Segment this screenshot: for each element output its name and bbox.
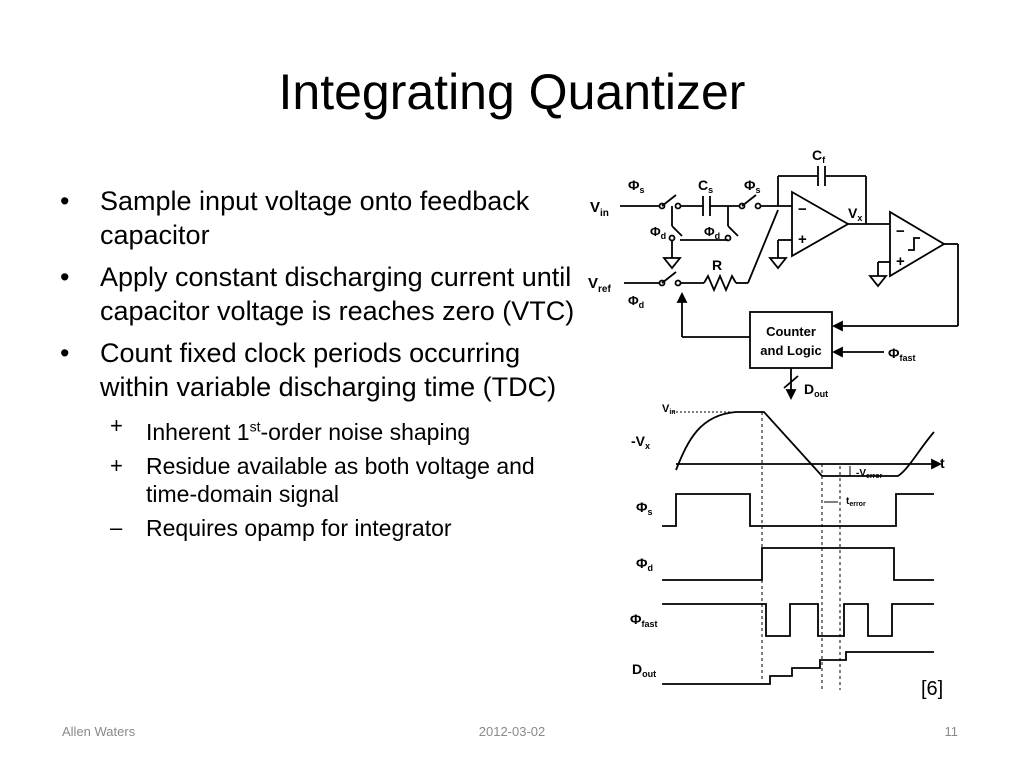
counter-label-1: Counter xyxy=(766,324,816,339)
phi-s-switch-blade xyxy=(741,194,757,207)
ground-icon xyxy=(768,257,788,270)
bullet-list: • Sample input voltage onto feedback cap… xyxy=(58,184,578,548)
phi-d-label: Φd xyxy=(628,293,644,310)
switch-node xyxy=(658,202,666,210)
bullet-item: • Sample input voltage onto feedback cap… xyxy=(58,184,578,252)
phi-s-waveform xyxy=(662,493,934,527)
switch-node xyxy=(738,202,746,210)
ground-icon xyxy=(868,275,888,288)
sub-bullet-item: – Requires opamp for integrator xyxy=(58,514,578,542)
citation: [6] xyxy=(921,678,944,700)
footer-page-number: 11 xyxy=(944,724,959,739)
bus-slash xyxy=(783,375,799,389)
comparator-icon xyxy=(889,210,946,278)
arrow-icon xyxy=(931,458,943,470)
comparator-plus: + xyxy=(896,253,905,270)
comparator-step-icon xyxy=(908,237,920,251)
cs-label: Cs xyxy=(698,177,713,195)
bullet-marker: • xyxy=(60,338,70,368)
wire xyxy=(747,209,779,284)
opamp-plus: + xyxy=(798,231,807,248)
comparator-minus: − xyxy=(896,223,905,240)
r-label: R xyxy=(712,257,722,273)
cf-label: Cf xyxy=(812,147,826,165)
arrow-icon xyxy=(831,320,843,332)
counter-label-2: and Logic xyxy=(760,343,821,358)
bullet-marker: • xyxy=(60,262,70,292)
terror-label: terror xyxy=(846,496,866,508)
phi-fast-label: Φfast xyxy=(888,345,916,363)
sub-bullet-item: + Residue available as both voltage and … xyxy=(58,452,578,508)
phi-d-label: Φd xyxy=(704,224,720,241)
footer-author: Allen Waters xyxy=(62,724,136,739)
dout-row-label: Dout xyxy=(632,661,656,679)
vx-label: Vx xyxy=(848,205,862,223)
sub-bullet-item: + Inherent 1st-order noise shaping xyxy=(58,412,578,446)
arrow-icon xyxy=(676,291,688,303)
vin-label: Vin xyxy=(590,199,609,219)
arrow-icon xyxy=(785,389,797,401)
bullet-item: • Apply constant discharging current unt… xyxy=(58,260,578,328)
bullet-text: Count fixed clock periods occurring with… xyxy=(100,338,557,402)
phi-d-switch-blade xyxy=(727,225,739,237)
sub-bullet-marker: + xyxy=(110,413,123,438)
bullet-text: Sample input voltage onto feedback capac… xyxy=(100,186,530,250)
neg-verror-label: -Verror xyxy=(856,468,883,480)
sub-bullet-marker: – xyxy=(110,514,123,540)
vx-waveform xyxy=(675,411,935,477)
bullet-text: Apply constant discharging current until… xyxy=(100,262,575,326)
sub-bullet-text: Residue available as both voltage and ti… xyxy=(146,452,535,507)
phi-s-row-label: Φs xyxy=(636,499,653,517)
bullet-marker: • xyxy=(60,186,70,216)
bullet-item: • Count fixed clock periods occurring wi… xyxy=(58,336,578,404)
phi-fast-waveform xyxy=(662,603,934,637)
vin-top-label: Vin xyxy=(662,403,676,416)
t-axis-label: t xyxy=(940,455,945,471)
opamp-icon xyxy=(791,190,850,258)
dout-label: Dout xyxy=(804,381,828,399)
opamp-minus: − xyxy=(798,201,807,218)
phi-d-label: Φd xyxy=(650,224,666,241)
sub-bullet-marker: + xyxy=(110,452,123,478)
switch-node xyxy=(658,279,666,287)
neg-vx-label: -Vx xyxy=(631,433,650,451)
phi-d-switch-blade xyxy=(661,271,677,284)
resistor-icon xyxy=(703,273,737,293)
dout-staircase xyxy=(662,651,934,685)
arrow-icon xyxy=(831,346,843,358)
phi-s-label: Φs xyxy=(628,177,645,195)
ground-icon xyxy=(662,257,682,270)
sub-bullet-text: Inherent 1st-order noise shaping xyxy=(146,418,471,445)
vref-label: Vref xyxy=(588,275,611,295)
phi-fast-row-label: Φfast xyxy=(630,611,658,629)
phi-d-row-label: Φd xyxy=(636,555,653,573)
sub-bullet-text: Requires opamp for integrator xyxy=(146,514,452,541)
phi-s-label: Φs xyxy=(744,177,761,195)
phi-s-switch-blade xyxy=(661,194,677,207)
phi-d-switch-blade xyxy=(671,225,683,237)
phi-d-waveform xyxy=(662,547,934,581)
slide-title: Integrating Quantizer xyxy=(278,64,746,120)
footer-date: 2012-03-02 xyxy=(478,724,546,739)
